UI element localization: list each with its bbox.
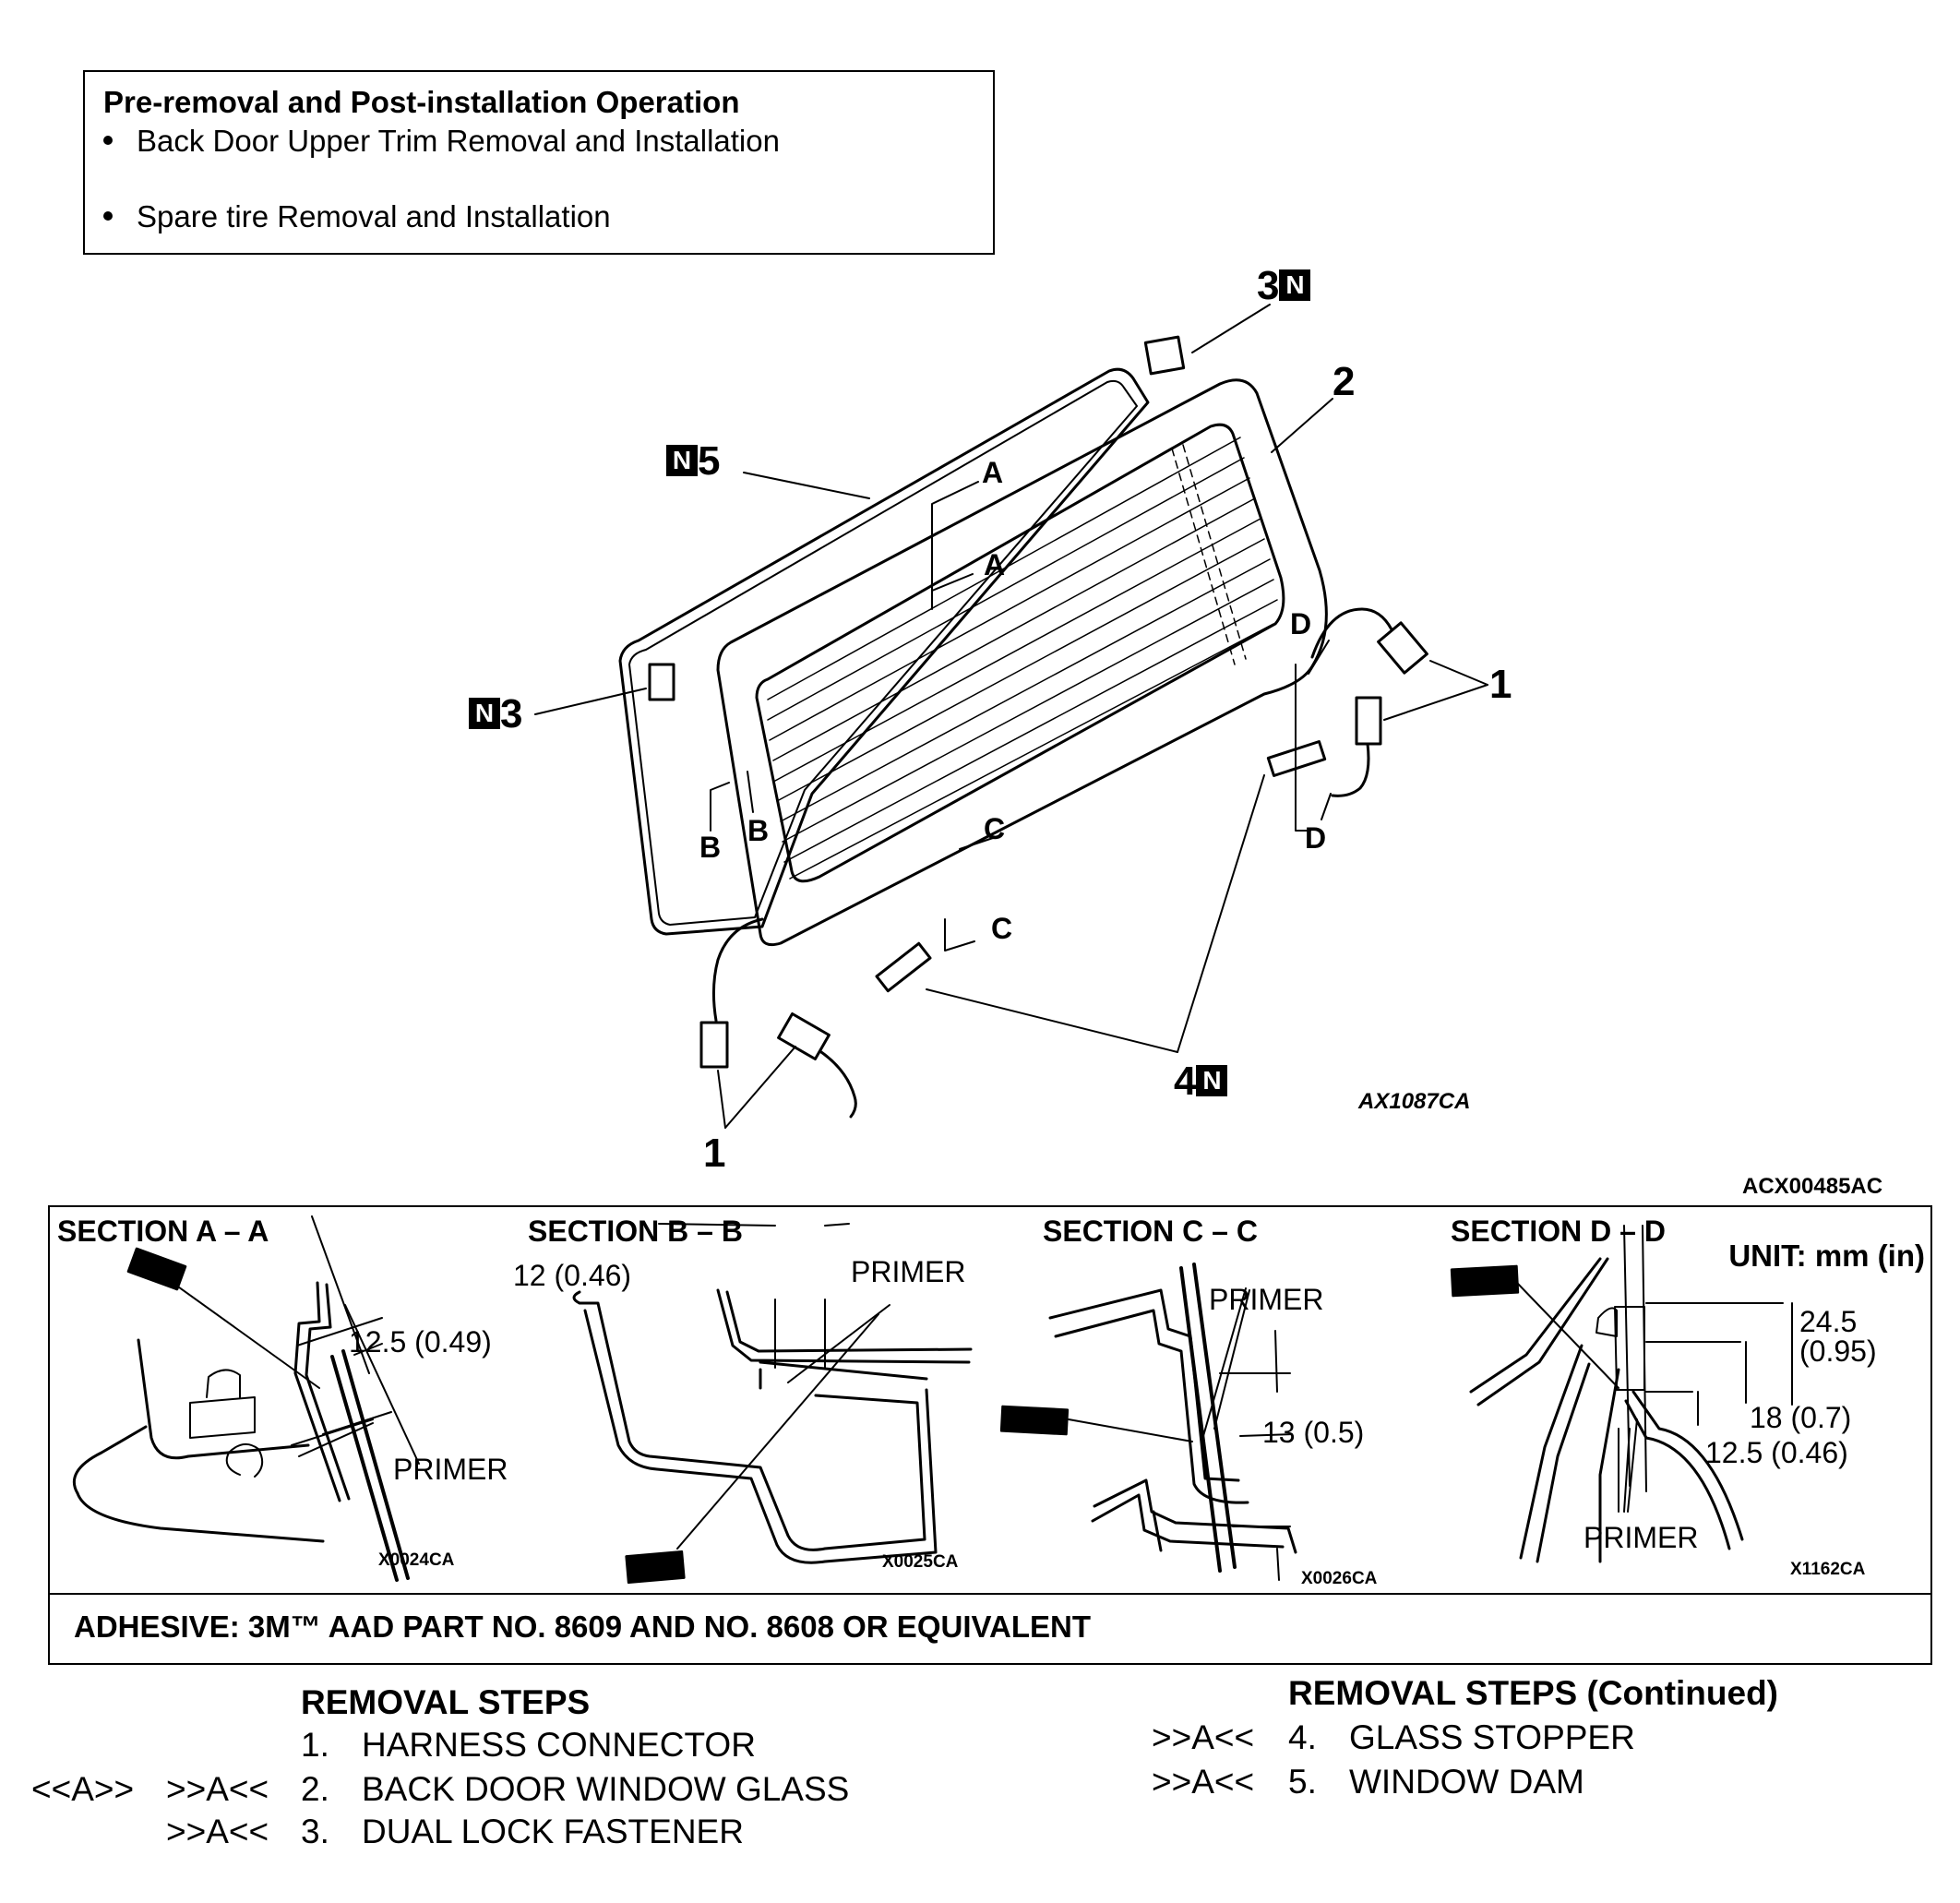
new-part-icon: N <box>1279 269 1311 302</box>
pre-operation-box: Pre-removal and Post-installation Operat… <box>83 70 995 255</box>
section-a-code: X0024CA <box>378 1550 455 1570</box>
dual-lock-fastener-top-icon <box>1143 335 1186 376</box>
defroster-grid-lines <box>767 437 1278 880</box>
step-label: DUAL LOCK FASTENER <box>362 1813 744 1850</box>
step-number: 5. <box>1288 1763 1317 1801</box>
section-c-title: SECTION C – C <box>1043 1215 1258 1248</box>
window-dam-outline <box>618 367 1150 936</box>
section-divider <box>50 1593 1930 1595</box>
section-a-drawing <box>72 1215 420 1582</box>
step-label: WINDOW DAM <box>1349 1763 1584 1801</box>
section-b-code: X0025CA <box>882 1552 959 1572</box>
callout-1-lower: 1 <box>703 1131 726 1176</box>
section-d-primer-label: PRIMER <box>1584 1521 1699 1554</box>
pre-operation-item-text: Back Door Upper Trim Removal and Install… <box>137 124 780 158</box>
install-service-mark: >>A<< <box>166 1813 269 1850</box>
bullet-icon <box>103 211 113 221</box>
figure-code: AX1087CA <box>1358 1089 1471 1114</box>
section-d-title: SECTION D – D <box>1451 1215 1666 1248</box>
unit-label: UNIT: mm (in) <box>1728 1239 1925 1273</box>
section-letter-d-bottom: D <box>1305 821 1327 855</box>
section-c-drawing <box>999 1263 1297 1581</box>
window-glass-exploded-diagram <box>534 304 1488 1129</box>
removal-step: 4. GLASS STOPPER <box>1288 1718 1635 1757</box>
step-number: 3. <box>301 1813 329 1850</box>
section-d-arrows <box>1295 640 1332 832</box>
install-service-mark: >>A<< <box>166 1770 269 1808</box>
section-a-primer-label: PRIMER <box>393 1453 508 1486</box>
removal-service-mark: <<A>> <box>31 1770 135 1808</box>
adhesive-note: ADHESIVE: 3M™ AAD PART NO. 8609 AND NO. … <box>74 1610 1092 1644</box>
section-c-dimension: 13 (0.5) <box>1262 1416 1365 1449</box>
section-d-dimension-2: 18 (0.7) <box>1750 1401 1852 1434</box>
install-service-mark: >>A<< <box>1152 1718 1255 1756</box>
new-part-icon: N <box>666 445 698 477</box>
bullet-icon <box>103 136 113 146</box>
callout-1-upper: 1 <box>1489 662 1512 707</box>
step-label: GLASS STOPPER <box>1349 1718 1635 1756</box>
sheet-code: ACX00485AC <box>1742 1174 1883 1199</box>
section-letter-b-left: B <box>699 831 722 864</box>
section-letter-d-top: D <box>1290 607 1312 640</box>
section-a-arrows <box>931 481 979 610</box>
section-d-code: X1162CA <box>1790 1560 1866 1579</box>
section-b-drawing <box>572 1223 973 1585</box>
section-d-drawing <box>1450 1225 1793 1563</box>
step-label: HARNESS CONNECTOR <box>362 1726 756 1764</box>
harness-connector-lower-icon <box>699 917 857 1129</box>
glass-stopper-right-icon <box>1266 740 1327 777</box>
removal-step: 3. DUAL LOCK FASTENER <box>301 1813 744 1851</box>
step-number: 1. <box>301 1726 329 1764</box>
pre-operation-item: Spare tire Removal and Installation <box>103 199 611 234</box>
pre-operation-title: Pre-removal and Post-installation Operat… <box>103 85 740 119</box>
section-b-arrows <box>710 771 754 832</box>
new-part-icon: N <box>469 698 500 730</box>
section-a-dimension: 12.5 (0.49) <box>349 1325 492 1358</box>
section-d-dimension-3: 12.5 (0.46) <box>1705 1436 1848 1469</box>
section-b-dimension: 12 (0.46) <box>513 1259 632 1292</box>
pre-operation-item-text: Spare tire Removal and Installation <box>137 199 611 233</box>
section-details-drawings <box>72 1215 1793 1585</box>
section-c-arrows <box>944 835 999 952</box>
removal-steps-continued-title: REMOVAL STEPS (Continued) <box>1288 1674 1779 1712</box>
removal-step: 1. HARNESS CONNECTOR <box>301 1726 756 1765</box>
removal-steps-title: REMOVAL STEPS <box>301 1683 591 1721</box>
dual-lock-fastener-left-icon <box>648 663 675 701</box>
section-letter-c-top: C <box>984 812 1006 845</box>
pre-operation-item: Back Door Upper Trim Removal and Install… <box>103 124 780 159</box>
step-number: 4. <box>1288 1718 1317 1756</box>
section-letter-b-right: B <box>747 814 770 847</box>
step-label: BACK DOOR WINDOW GLASS <box>362 1770 850 1808</box>
section-letter-a-top: A <box>982 456 1004 489</box>
callout-2: 2 <box>1333 359 1356 404</box>
section-b-primer-label: PRIMER <box>851 1255 966 1288</box>
section-b-title: SECTION B – B <box>528 1215 743 1248</box>
window-glass-outline <box>716 378 1328 947</box>
install-service-mark: >>A<< <box>1152 1763 1255 1801</box>
section-c-code: X0026CA <box>1301 1569 1378 1588</box>
new-part-icon: N <box>1196 1065 1228 1097</box>
section-c-primer-label: PRIMER <box>1209 1283 1324 1316</box>
section-a-title: SECTION A – A <box>57 1215 269 1248</box>
harness-connector-upper-icon <box>1310 607 1488 797</box>
section-d-dimension-1a: 24.5 <box>1799 1305 1858 1338</box>
sections-box: SECTION A – A SECTION B – B SECTION C – … <box>48 1205 1932 1665</box>
glass-stopper-left-icon <box>875 941 932 993</box>
removal-step: 2. BACK DOOR WINDOW GLASS <box>301 1770 849 1809</box>
step-number: 2. <box>301 1770 329 1808</box>
section-letter-c-bottom: C <box>991 912 1013 945</box>
removal-step: 5. WINDOW DAM <box>1288 1763 1584 1801</box>
section-letter-a-bottom: A <box>984 548 1006 581</box>
section-d-dimension-1b: (0.95) <box>1799 1334 1877 1368</box>
